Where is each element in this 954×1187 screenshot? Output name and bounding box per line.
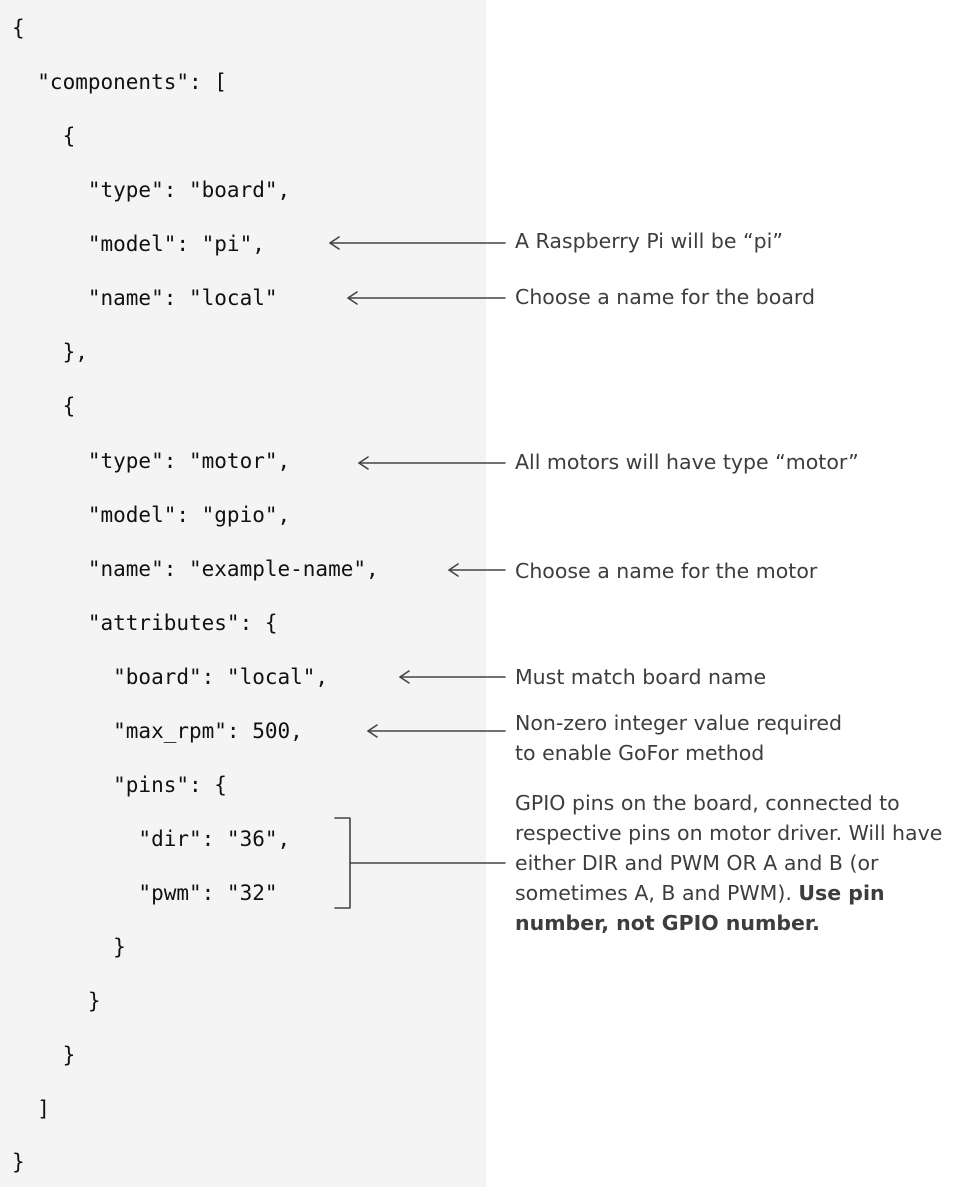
- code-line: "board": "local",: [12, 665, 329, 689]
- code-line: "components": [: [12, 70, 227, 94]
- pins-bracket: [334, 817, 506, 909]
- arrow-board-name: [347, 291, 506, 305]
- code-line: "max_rpm": 500,: [12, 719, 303, 743]
- code-line: "name": "local": [12, 286, 278, 310]
- note-pins-text: GPIO pins on the board, connected to res…: [515, 791, 943, 905]
- code-line: "name": "example-name",: [12, 557, 379, 581]
- code-line: {: [12, 394, 76, 418]
- note-motor-name: Choose a name for the motor: [515, 559, 818, 583]
- note-pins-bold: Use pin number, not GPIO number.: [515, 881, 885, 935]
- code-line: }: [12, 989, 101, 1013]
- note-board-name: Choose a name for the board: [515, 285, 815, 309]
- code-line: "type": "motor",: [12, 449, 291, 473]
- arrow-model-pi: [329, 236, 506, 250]
- code-line: }: [12, 935, 126, 959]
- arrow-motor-type: [358, 456, 506, 470]
- code-line: "type": "board",: [12, 178, 291, 202]
- note-model-pi: A Raspberry Pi will be “pi”: [515, 229, 783, 253]
- code-line: "model": "pi",: [12, 232, 265, 256]
- note-pins: GPIO pins on the board, connected to res…: [515, 788, 953, 938]
- note-max-rpm-line1: Non-zero integer value required: [515, 711, 842, 735]
- code-line: }: [12, 1043, 76, 1067]
- arrow-motor-name: [448, 563, 506, 577]
- code-line: {: [12, 16, 25, 40]
- code-line: "pins": {: [12, 773, 227, 797]
- code-line: {: [12, 124, 76, 148]
- json-code-panel: { "components": [ { "type": "board", "mo…: [0, 0, 486, 1187]
- note-motor-type: All motors will have type “motor”: [515, 450, 859, 474]
- code-line: }: [12, 1150, 25, 1174]
- arrow-max-rpm: [367, 724, 506, 738]
- code-line: "attributes": {: [12, 611, 278, 635]
- code-line: "pwm": "32": [12, 881, 278, 905]
- code-line: ]: [12, 1097, 50, 1121]
- note-max-rpm-line2: to enable GoFor method: [515, 741, 765, 765]
- code-line: "model": "gpio",: [12, 503, 291, 527]
- code-line: },: [12, 340, 88, 364]
- note-board-match: Must match board name: [515, 665, 767, 689]
- code-line: "dir": "36",: [12, 827, 291, 851]
- arrow-board-match: [399, 670, 506, 684]
- note-max-rpm: Non-zero integer value required to enabl…: [515, 708, 953, 768]
